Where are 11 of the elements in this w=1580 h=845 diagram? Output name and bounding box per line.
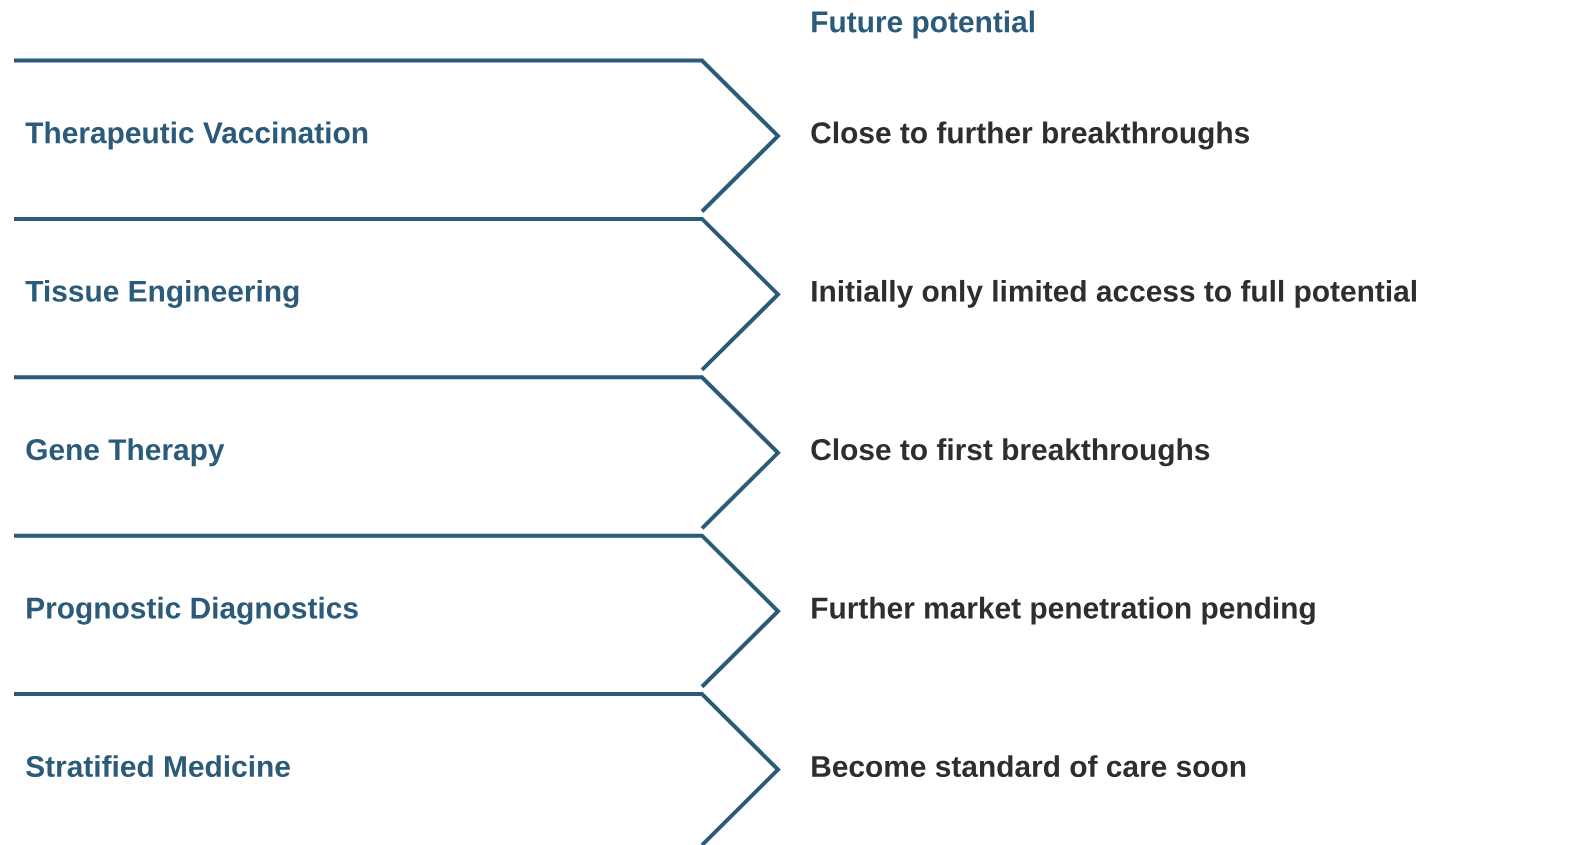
chevron-band: Tissue Engineering: [14, 216, 781, 372]
column-heading: Future potential: [812, 10, 1034, 39]
chevron-band: Stratified Medicine: [14, 692, 781, 845]
description-text: Become standard of care soon: [812, 755, 1246, 778]
description-text: Close to further breakthroughs: [811, 121, 1250, 150]
chevron-band: Gene Therapy: [14, 375, 781, 530]
description-text: Further market penetration pending: [812, 596, 1315, 625]
description-text: Close to first breakthroughs: [811, 438, 1210, 467]
chevron-band: Prognostic Diagnostics: [14, 533, 781, 689]
description-text: Initially only limited access to full potential: [812, 279, 1416, 308]
chevron-band: Therapeutic Vaccination: [14, 58, 781, 213]
